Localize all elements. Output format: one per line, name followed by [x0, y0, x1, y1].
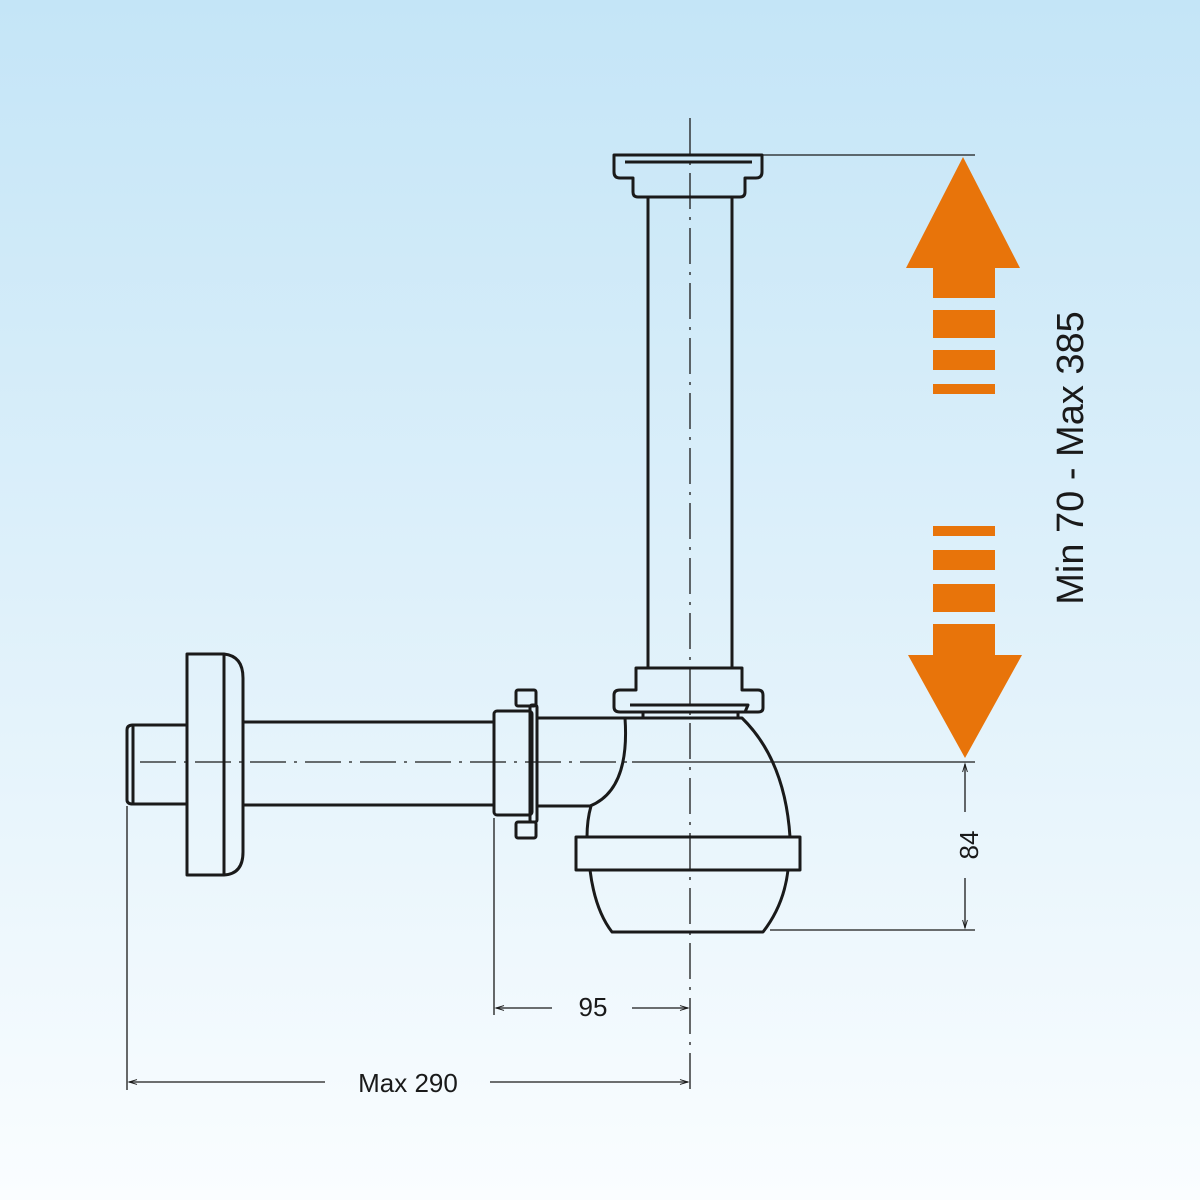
height-range-label: Min 70 - Max 385 [1050, 311, 1092, 605]
centerlines [140, 118, 691, 1090]
max-projection-label: Max 290 [358, 1068, 458, 1098]
tailpiece-tube [612, 153, 765, 718]
trap-body [538, 716, 802, 934]
adjust-up-arrow-icon [906, 157, 1020, 394]
dimension-lines [126, 154, 975, 1090]
adjust-down-arrow-icon [908, 526, 1022, 758]
wall-pipe [125, 652, 494, 877]
trap-depth-label: 84 [954, 831, 984, 860]
offset-label: 95 [579, 992, 608, 1022]
slip-nut [492, 688, 539, 840]
